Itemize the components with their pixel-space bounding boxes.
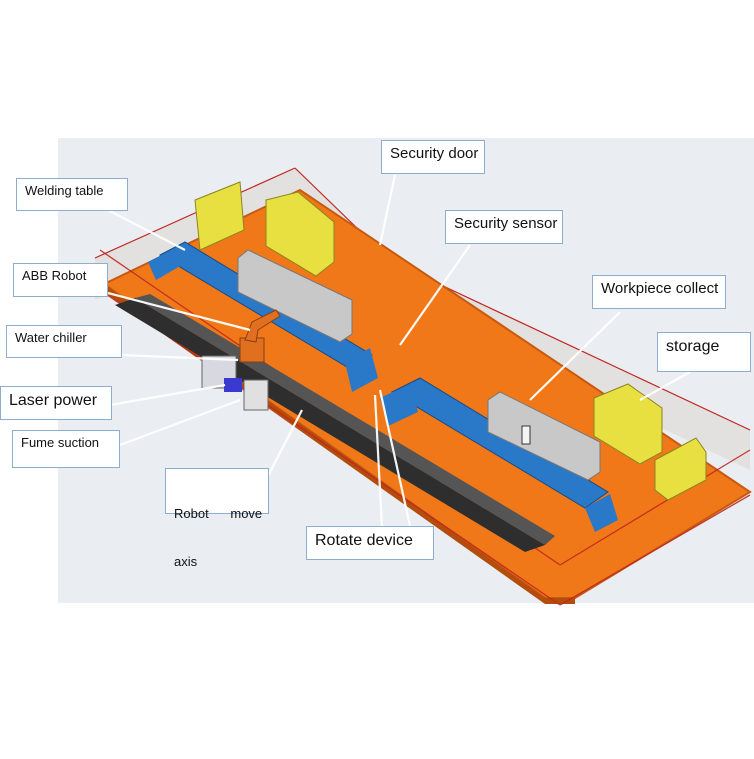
welding-table-2-end [585,494,618,532]
robot-move-axis-label-line1: Robot move [174,505,263,521]
storage-cabinet-back [265,191,335,277]
water-chiller-label: Water chiller [6,325,122,358]
robot-move-axis-label-line2: axis [174,554,198,570]
leader-lines [107,174,691,529]
workpiece-rack-2 [487,391,601,481]
laser-power-label: Laser power [0,386,112,420]
storage-cabinet-corner [654,437,707,501]
storage-cabinet-right [593,383,663,465]
equipment-cluster [201,355,269,411]
security-door-label: Security door [381,140,485,174]
welding-table-1-head [345,348,378,392]
workpiece-rack-1 [237,249,353,343]
storage-label: storage [657,332,751,372]
storage-cabinet-back-left [194,181,245,251]
workpiece-collect-label: Workpiece collect [592,275,726,309]
robot-move-axis-label: Robot move axis [165,468,269,569]
rotate-device-body [380,384,418,426]
rotate-device-label: Rotate device [306,526,434,560]
operator-figure [521,425,531,445]
fume-suction-label: Fume suction [12,430,120,468]
welding-table-label: Welding table [16,178,128,211]
security-sensor-label: Security sensor [445,210,563,244]
abb-robot-label: ABB Robot [13,263,108,297]
welding-table-2 [390,377,609,509]
abb-robot [239,309,281,363]
welding-table-1-end [148,248,182,280]
